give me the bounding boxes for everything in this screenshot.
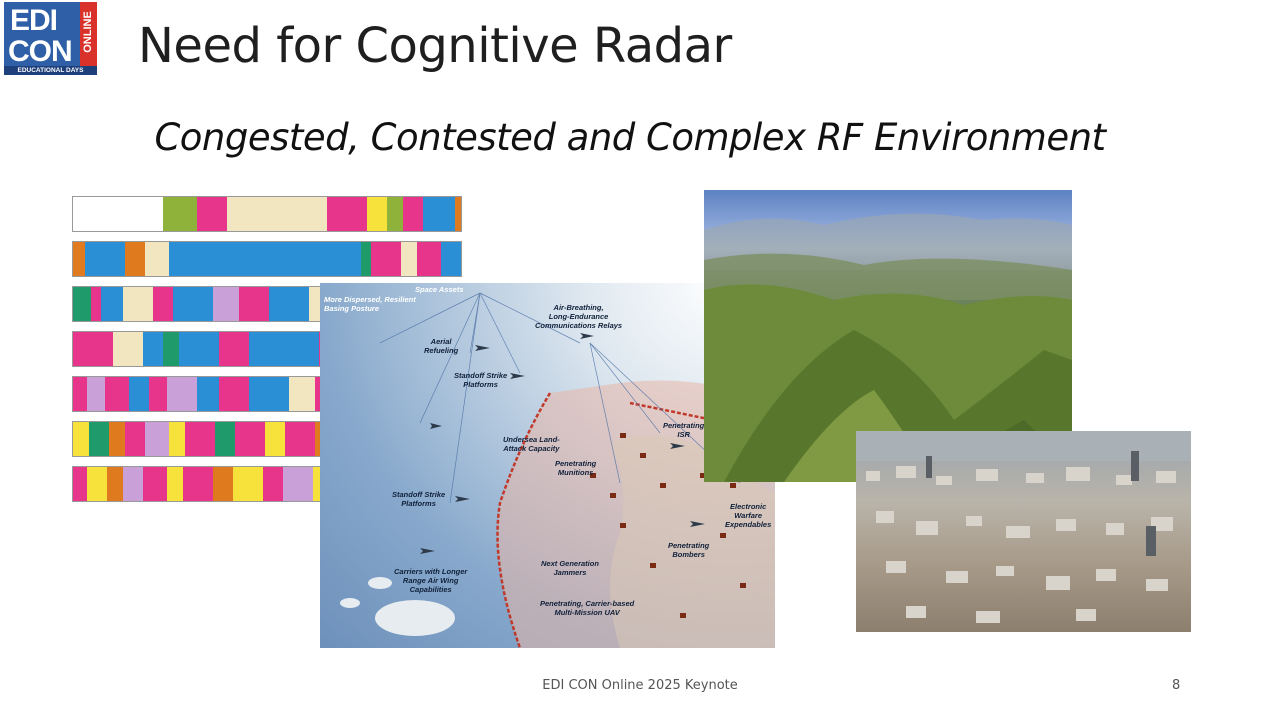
label-standoff-strike-1: Standoff Strike Platforms xyxy=(454,371,508,389)
label-space-assets: Space Assets xyxy=(415,285,464,294)
logo-box xyxy=(4,2,80,66)
spectrum-band-2 xyxy=(72,241,462,277)
logo-edi-text: EDI xyxy=(10,4,58,37)
label-aerial-refueling: Aerial Refueling xyxy=(424,337,459,355)
page-number: 8 xyxy=(1172,678,1181,693)
slide-footer: EDI CON Online 2025 Keynote xyxy=(542,678,738,693)
label-penetrating-munitions: Penetrating Munitions xyxy=(555,459,597,477)
city-graphics xyxy=(856,431,1191,623)
spectrum-band-1 xyxy=(72,196,462,232)
logo-con-text: CON xyxy=(8,35,73,68)
threat-boundary xyxy=(496,392,552,648)
label-carriers: Carriers with Longer Range Air Wing Capa… xyxy=(394,567,468,594)
logo-educational-days: EDUCATIONAL DAYS xyxy=(4,66,97,75)
islands xyxy=(340,577,455,636)
label-dispersed-basing: More Dispersed, Resilient Basing Posture xyxy=(324,295,416,313)
label-penetrating-isr: Penetrating ISR xyxy=(663,421,705,439)
label-standoff-strike-2: Standoff Strike Platforms xyxy=(392,490,446,508)
spectrum-band-5 xyxy=(72,376,462,412)
edicon-logo: EDI CON ONLINE EDUCATIONAL DAYS xyxy=(4,2,97,75)
label-carrier-uav: Penetrating, Carrier-based Multi-Mission… xyxy=(540,599,635,617)
label-electronic-warfare: Electronic Warfare Expendables xyxy=(725,502,772,529)
logo-online-strip: ONLINE xyxy=(80,2,97,66)
label-next-gen-jammers: Next Generation Jammers xyxy=(541,559,599,577)
ground-markers xyxy=(590,433,746,618)
slide-title: Need for Cognitive Radar xyxy=(138,18,732,74)
urban-city-photo xyxy=(856,431,1191,632)
label-undersea-attack: Undersea Land- Attack Capacity xyxy=(503,435,560,453)
aircraft-markers xyxy=(420,333,705,554)
slide-subtitle: Congested, Contested and Complex RF Envi… xyxy=(154,116,1106,159)
label-penetrating-bombers: Penetrating Bombers xyxy=(668,541,710,559)
label-air-breathing: Air-Breathing, Long-Endurance Communicat… xyxy=(535,303,623,330)
landmass xyxy=(610,435,775,648)
logo-online-text: ONLINE xyxy=(82,11,94,53)
